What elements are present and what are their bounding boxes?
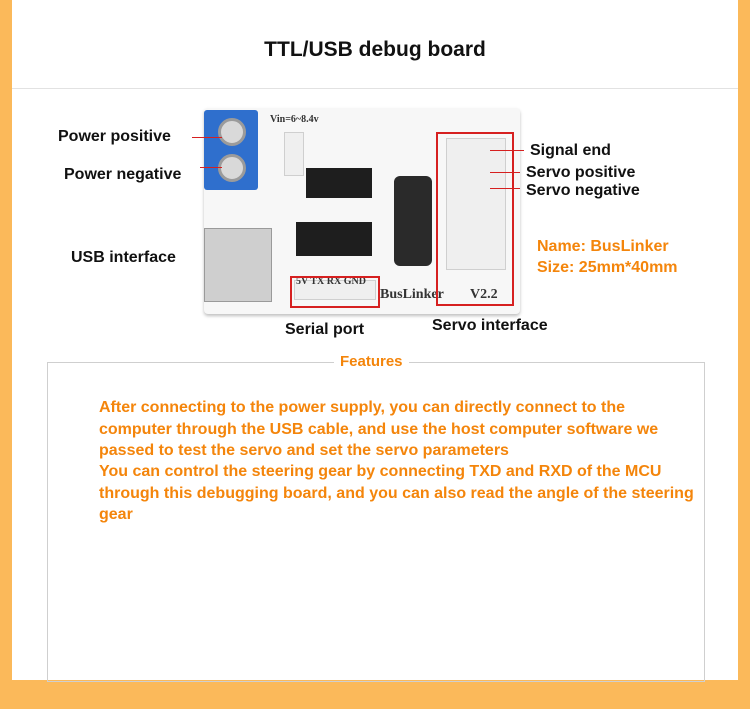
vin-silkscreen: Vin=6~8.4v bbox=[270, 114, 319, 125]
title-divider bbox=[12, 88, 738, 89]
board-name: Name: BusLinker bbox=[537, 238, 669, 255]
label-usb-interface: USB interface bbox=[71, 249, 176, 266]
serial-header bbox=[294, 280, 376, 300]
power-terminal-block bbox=[204, 110, 258, 190]
label-servo-interface: Servo interface bbox=[432, 317, 548, 334]
leader-signal-end bbox=[490, 150, 524, 151]
version-silkscreen: V2.2 bbox=[470, 287, 498, 302]
label-signal-end: Signal end bbox=[530, 142, 611, 159]
leader-power-positive bbox=[192, 137, 222, 138]
screw-top-icon bbox=[218, 118, 246, 146]
board-size: Size: 25mm*40mm bbox=[537, 259, 678, 276]
leader-servo-negative bbox=[490, 188, 520, 189]
serial-port-highlight bbox=[290, 276, 380, 308]
label-serial-port: Serial port bbox=[285, 321, 365, 338]
pins-silkscreen: 5V TX RX GND bbox=[296, 276, 366, 287]
leader-power-negative bbox=[200, 167, 222, 168]
label-servo-negative: Servo negative bbox=[526, 182, 640, 199]
chip-lower bbox=[296, 222, 372, 256]
usb-port bbox=[204, 228, 272, 302]
page-title: TTL/USB debug board bbox=[264, 38, 486, 61]
label-servo-positive: Servo positive bbox=[526, 164, 636, 181]
leader-servo-positive bbox=[490, 172, 520, 173]
jumper-header bbox=[284, 132, 304, 176]
features-heading: Features bbox=[334, 353, 409, 370]
features-paragraph-2: You can control the steering gear by con… bbox=[99, 463, 694, 523]
chip-upper bbox=[306, 168, 372, 198]
screw-bottom-icon bbox=[218, 154, 246, 182]
brand-silkscreen: BusLinker bbox=[380, 287, 444, 302]
label-power-positive: Power positive bbox=[58, 128, 171, 145]
capacitor bbox=[394, 176, 432, 266]
label-power-negative: Power negative bbox=[64, 166, 182, 183]
features-paragraph-1: After connecting to the power supply, yo… bbox=[99, 399, 659, 459]
servo-interface-highlight bbox=[436, 132, 514, 306]
servo-connector bbox=[446, 138, 506, 270]
